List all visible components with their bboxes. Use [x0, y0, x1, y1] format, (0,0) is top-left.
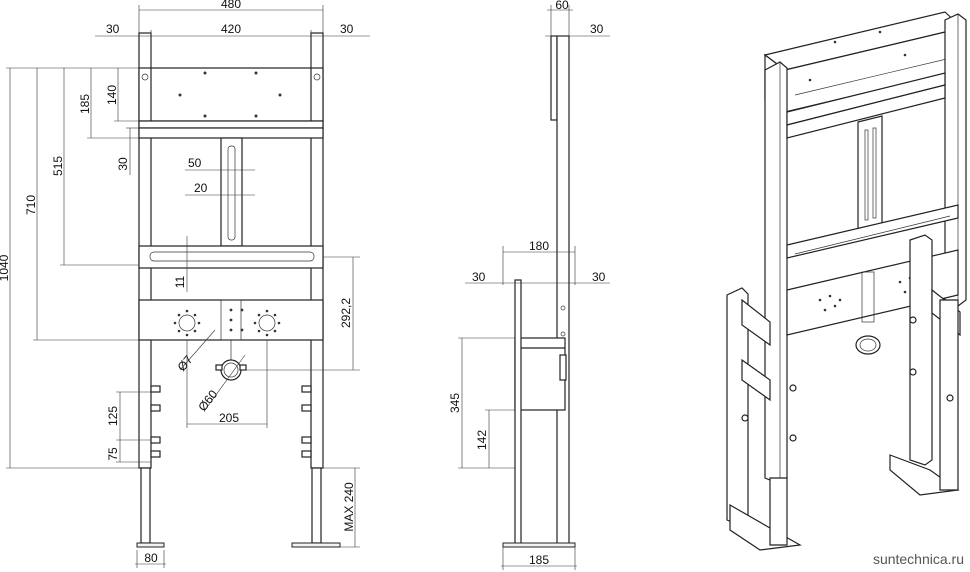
front-view: 480 30 420 30 1040 710 515 185 140 30 50…: [0, 0, 370, 568]
side-dim-185: 185: [529, 553, 549, 567]
isometric-view: [726, 11, 967, 551]
dim-80: 80: [144, 551, 158, 565]
dim-1040: 1040: [0, 254, 11, 281]
pipe-clamp: [215, 340, 247, 381]
left-hole-pattern: [173, 309, 201, 337]
dim-diameter-60: Ø60: [195, 387, 220, 414]
dim-right-30: 30: [340, 22, 354, 36]
dim-185: 185: [78, 94, 92, 114]
top-plate: [138, 67, 324, 122]
center-bracket: [220, 137, 243, 247]
side-dim-345: 345: [448, 393, 462, 413]
side-dim-142: 142: [475, 430, 489, 450]
side-post: [556, 35, 570, 547]
dim-292: 292,2: [339, 298, 353, 328]
side-dim-60: 60: [555, 0, 569, 12]
side-dim-180: 180: [529, 239, 549, 253]
middle-bar: [138, 245, 324, 269]
dim-left-30: 30: [106, 22, 120, 36]
side-mount: [514, 337, 566, 411]
left-leg: [140, 467, 151, 544]
watermark: suntechnica.ru: [873, 551, 964, 567]
side-dim-30-top: 30: [590, 22, 604, 36]
dim-515: 515: [51, 156, 65, 176]
right-leg: [311, 467, 322, 544]
dim-75: 75: [106, 447, 120, 461]
dim-125: 125: [106, 406, 120, 426]
dim-710: 710: [24, 195, 38, 215]
dim-480: 480: [221, 0, 241, 11]
dim-max-240: MAX 240: [342, 482, 356, 532]
dim-205: 205: [219, 411, 239, 425]
side-dim-30-left: 30: [472, 270, 486, 284]
dim-140: 140: [105, 85, 119, 105]
side-view: 60 30 180 30 30 345 142 185: [448, 0, 610, 570]
post-bolts: [150, 385, 312, 458]
right-hole-pattern: [253, 309, 281, 337]
dim-50: 50: [188, 156, 202, 170]
dim-20: 20: [194, 181, 208, 195]
dim-30: 30: [116, 157, 130, 171]
side-dim-30-right: 30: [592, 270, 606, 284]
dim-420: 420: [221, 22, 241, 36]
dim-11: 11: [173, 275, 187, 288]
